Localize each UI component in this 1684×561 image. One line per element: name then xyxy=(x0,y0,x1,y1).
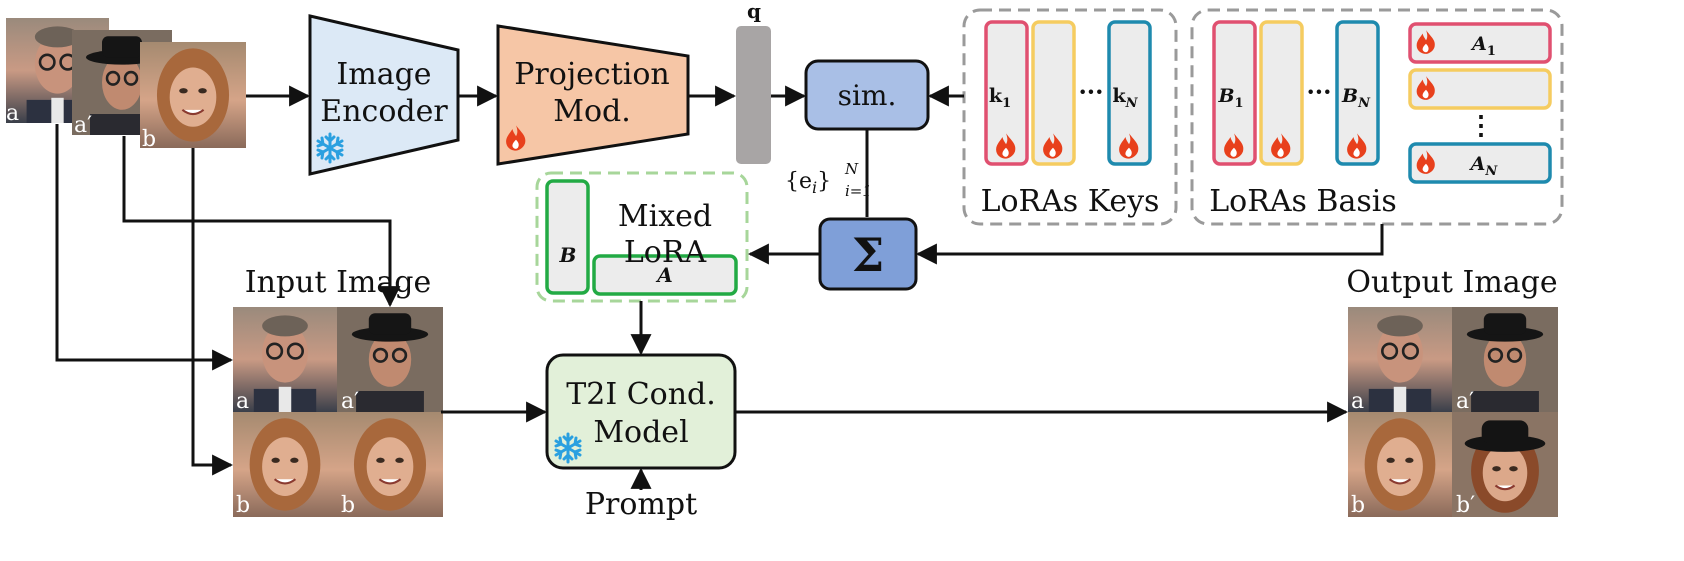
lora-basis-title: LoRAs Basis xyxy=(1209,184,1397,219)
mixed-b-label: B xyxy=(559,243,577,267)
basis-b1-label: B1 xyxy=(1217,85,1243,111)
e-i-range: i=1 xyxy=(845,182,872,200)
lora-keys-block: k1 kN ··· LoRAs Keys xyxy=(962,8,1178,226)
sim-block: sim. xyxy=(804,59,930,131)
mixed-label-2: LoRA xyxy=(624,235,707,270)
e-i-superscript: N xyxy=(844,160,859,178)
encoder-label-1: Image xyxy=(336,57,431,92)
basis-vertical-ellipsis: ⋮ xyxy=(1468,111,1494,141)
photo-label-b: b xyxy=(142,127,156,152)
arrow-a-to-input xyxy=(55,124,234,371)
encoder-label-2: Encoder xyxy=(320,94,448,129)
mixed-a-label: A xyxy=(655,263,673,287)
sigma-label: Σ xyxy=(852,228,885,282)
projection-label-2: Mod. xyxy=(553,94,631,129)
basis-a1-label: A1 xyxy=(1470,33,1496,59)
basis-an-label: AN xyxy=(1469,153,1499,179)
e-i-label: {ei} xyxy=(785,169,831,197)
input-image-title: Input Image xyxy=(245,265,431,300)
arrow-basis-to-sigma xyxy=(915,224,1384,265)
basis-ellipsis: ··· xyxy=(1306,77,1331,106)
keys-ellipsis: ··· xyxy=(1078,77,1103,106)
prompt-label: Prompt xyxy=(585,487,697,522)
t2i-model-block: T2I Cond. Model xyxy=(545,353,737,470)
sum-block: Σ xyxy=(818,217,918,291)
output-label-a: a xyxy=(1351,389,1364,414)
input-image-grid: Input Image a a′ b b xyxy=(231,265,445,519)
image-encoder-block: Image Encoder xyxy=(308,14,460,176)
q-label: q xyxy=(747,0,761,23)
basis-bn-label: BN xyxy=(1341,85,1371,111)
t2i-label-1: T2I Cond. xyxy=(566,377,716,412)
photo-label-a-prime: a′ xyxy=(74,113,92,138)
top-input-photos: a a′ b xyxy=(4,16,248,152)
query-vector: q xyxy=(736,0,771,164)
connector-arrows xyxy=(55,85,1384,490)
projection-label-1: Projection xyxy=(514,57,669,92)
arrow-b-to-input xyxy=(191,148,234,476)
key-n-label: kN xyxy=(1112,85,1138,111)
t2i-label-2: Model xyxy=(593,415,688,450)
output-image-grid: Output Image a a′ b b′ xyxy=(1346,265,1560,519)
output-label-b-prime: b′ xyxy=(1456,493,1475,518)
input-label-a: a xyxy=(236,389,249,414)
output-image-title: Output Image xyxy=(1346,265,1557,300)
lora-basis-block: B1 BN ··· A1 AN ⋮ LoRAs Basis xyxy=(1190,8,1564,226)
mixed-lora-block: B A Mixed LoRA xyxy=(535,171,749,303)
key-1-label: k1 xyxy=(989,85,1011,111)
input-label-b: b xyxy=(236,493,250,518)
mixed-label-1: Mixed xyxy=(618,199,712,234)
output-label-a-prime: a′ xyxy=(1456,389,1474,414)
sim-label: sim. xyxy=(838,79,897,112)
lora-keys-title: LoRAs Keys xyxy=(981,184,1160,219)
input-label-b-2: b xyxy=(341,493,355,518)
arrow-a-prime-to-input xyxy=(122,136,401,308)
projection-module-block: Projection Mod. xyxy=(496,24,690,166)
photo-label-a: a xyxy=(6,101,19,126)
weights-label: {ei} N i=1 xyxy=(785,160,872,200)
input-label-a-prime: a′ xyxy=(341,389,359,414)
output-label-b: b xyxy=(1351,493,1365,518)
